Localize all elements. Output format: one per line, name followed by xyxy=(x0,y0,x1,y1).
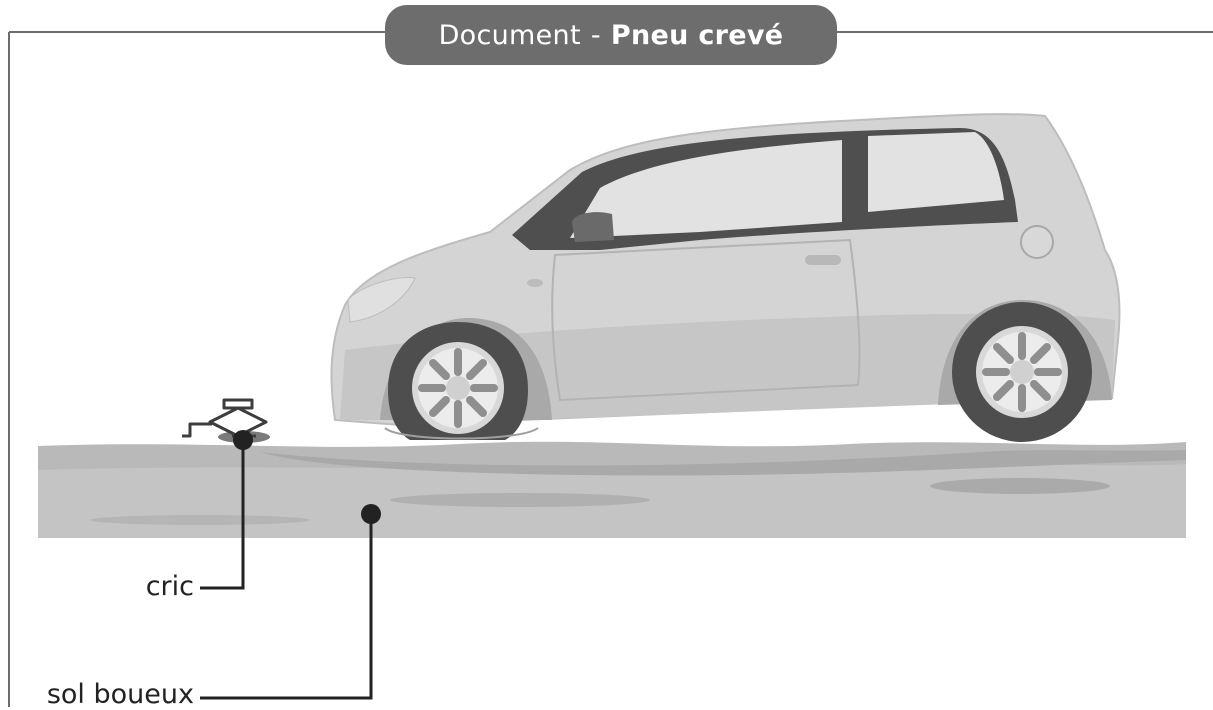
title-separator: - xyxy=(591,20,601,51)
rear-wheel xyxy=(952,302,1092,442)
jack-illustration xyxy=(182,400,270,443)
leader-dot-jack xyxy=(233,430,253,450)
leader-line-ground xyxy=(200,514,371,698)
muddy-ground xyxy=(38,442,1186,538)
label-ground: sol boueux xyxy=(47,681,194,708)
title-main: Pneu crevé xyxy=(611,20,784,51)
title-prefix: Document xyxy=(439,20,581,51)
document-title: Document - Pneu crevé xyxy=(385,5,837,65)
label-jack: cric xyxy=(146,573,194,600)
leader-dot-ground xyxy=(361,504,381,524)
